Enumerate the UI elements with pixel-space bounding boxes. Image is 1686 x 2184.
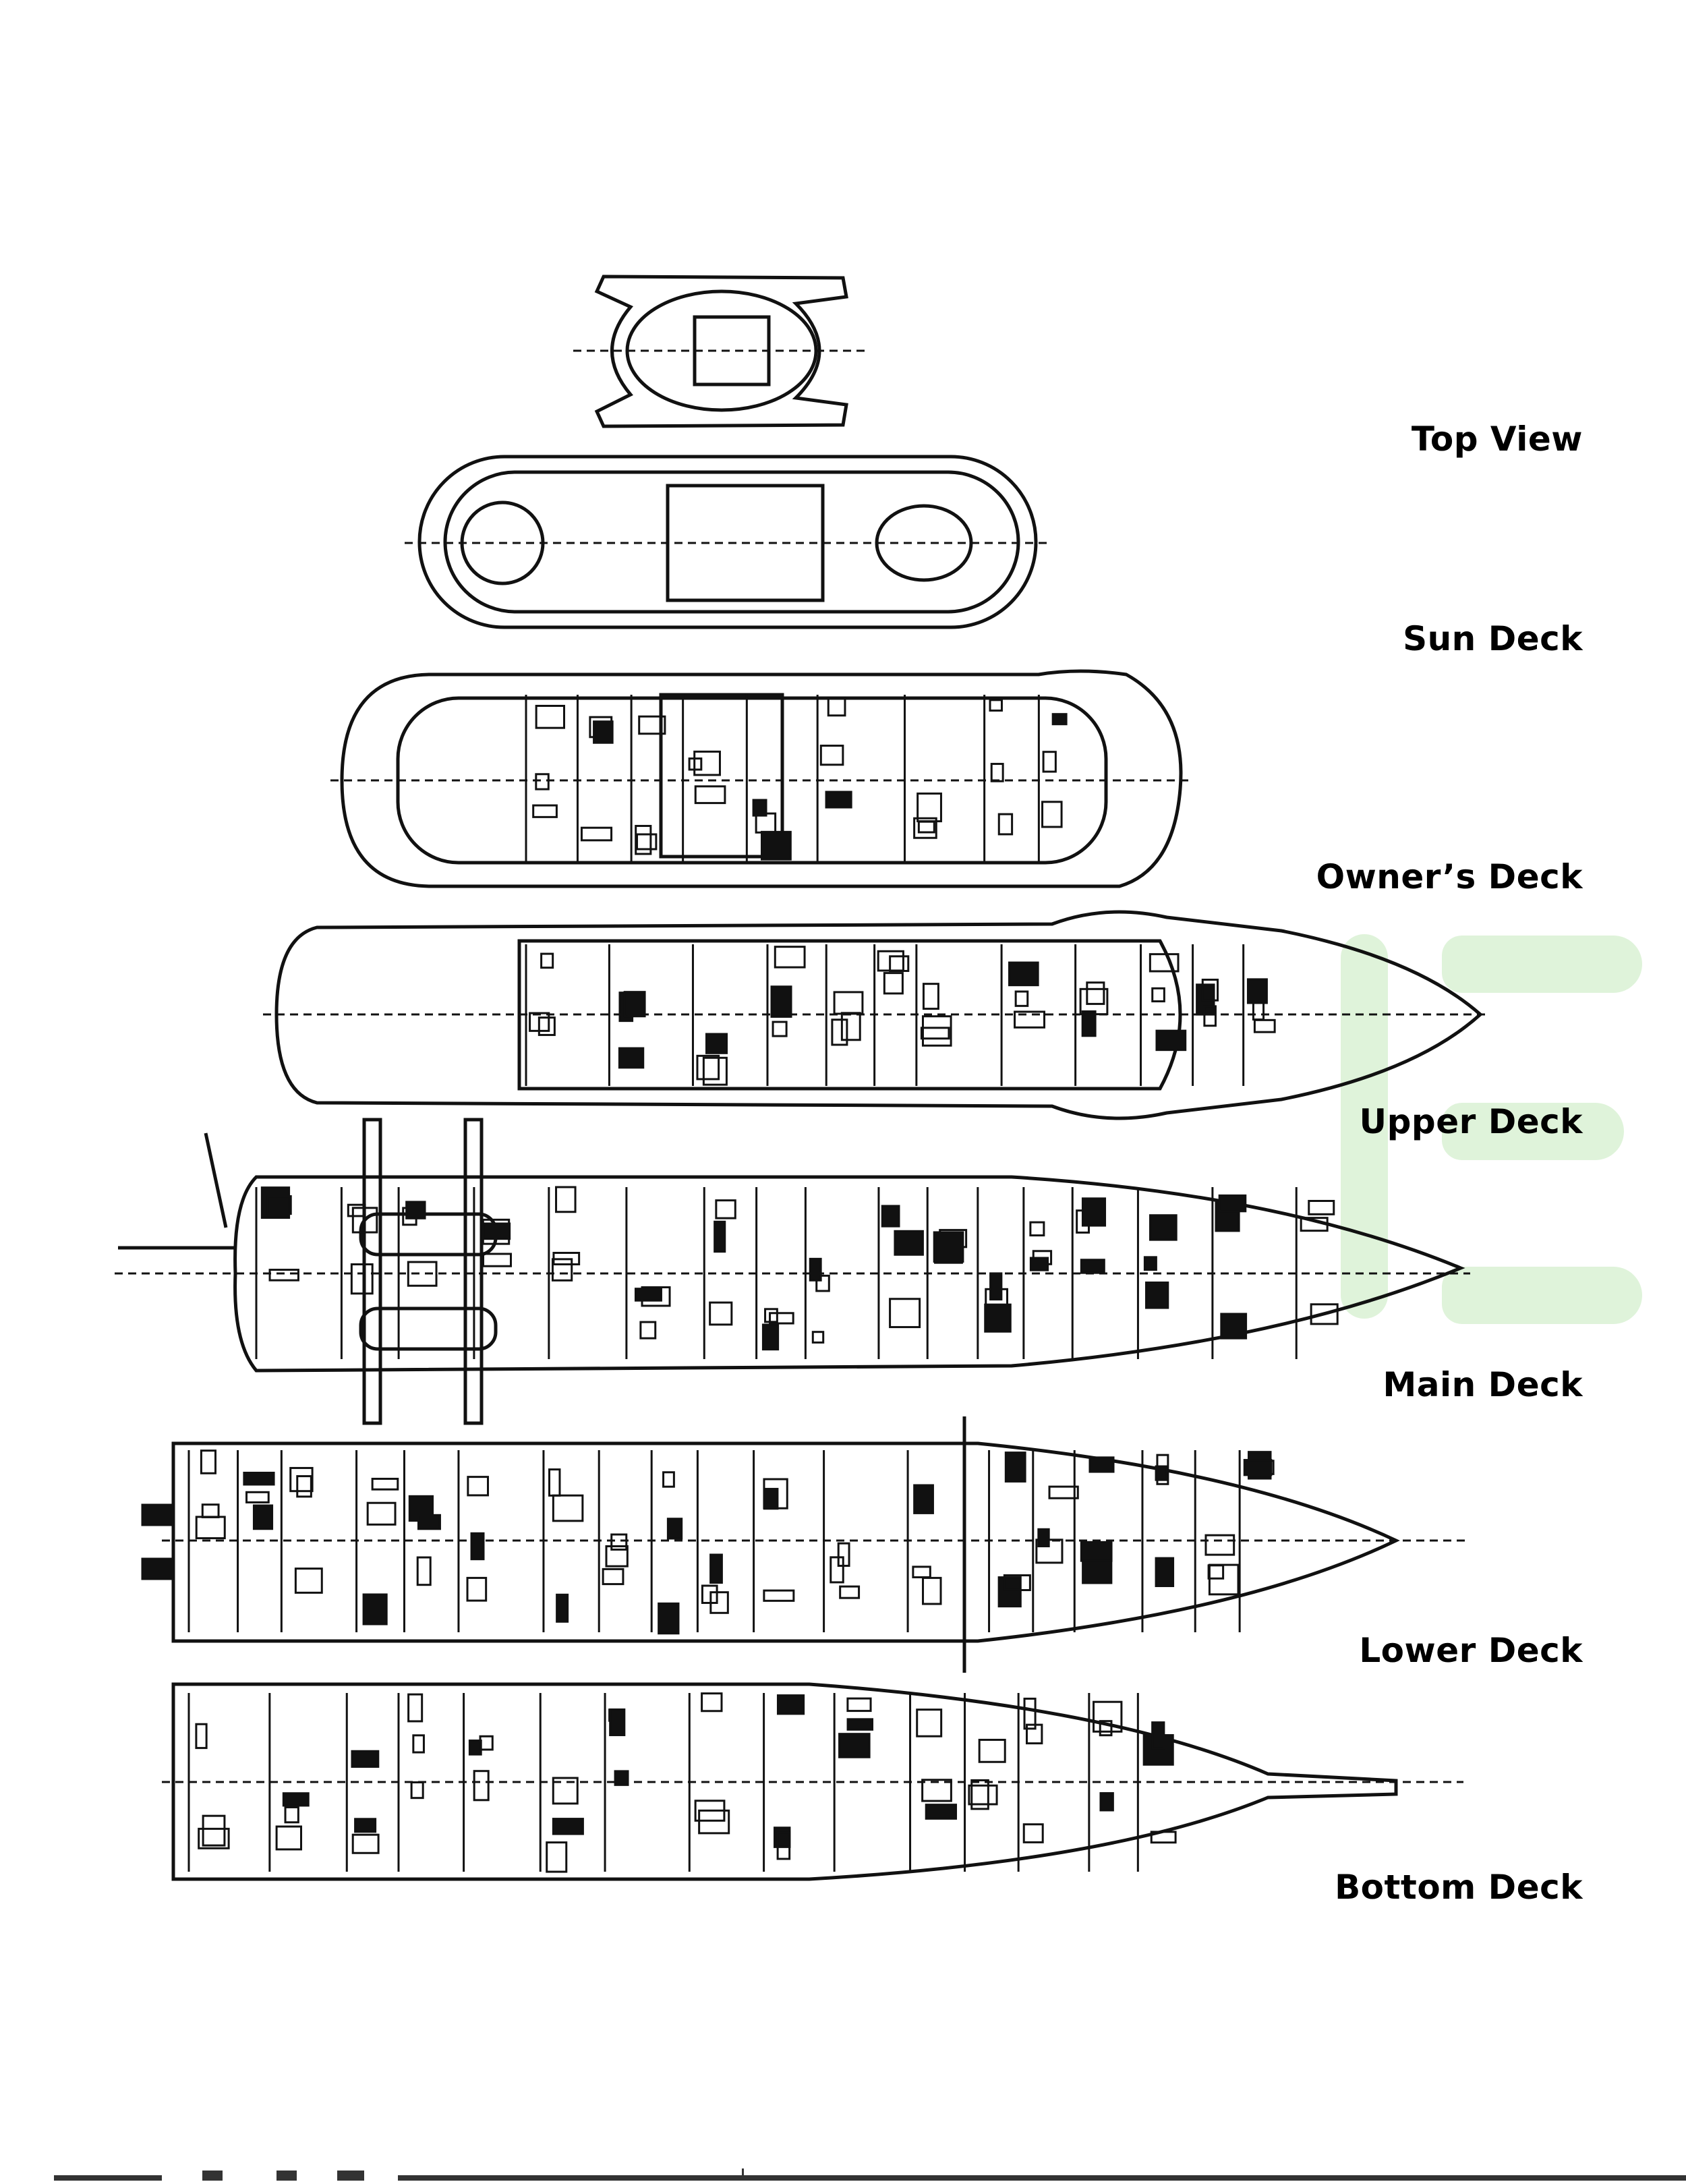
label-lower-deck: Lower Deck [1359, 1631, 1583, 1670]
label-bottom-deck: Bottom Deck [1335, 1868, 1583, 1907]
watermark-bar-vertical [1341, 934, 1388, 1319]
watermark-bar-middle [1442, 1103, 1624, 1160]
label-top-view: Top View [1411, 420, 1583, 459]
bottom-deck-plan [171, 1682, 1398, 1881]
watermark-bar-bottom [1442, 1267, 1642, 1324]
main-deck-plan [118, 1118, 1465, 1425]
label-sun-deck: Sun Deck [1403, 619, 1583, 658]
lower-deck-plan [141, 1416, 1400, 1673]
watermark-bar-top [1442, 936, 1642, 993]
scale-bar [54, 2168, 1686, 2181]
label-upper-deck: Upper Deck [1359, 1102, 1583, 1141]
label-main-deck: Main Deck [1383, 1365, 1583, 1404]
label-owners-deck: Owner’s Deck [1316, 857, 1583, 896]
sun-deck-plan [417, 455, 1038, 629]
